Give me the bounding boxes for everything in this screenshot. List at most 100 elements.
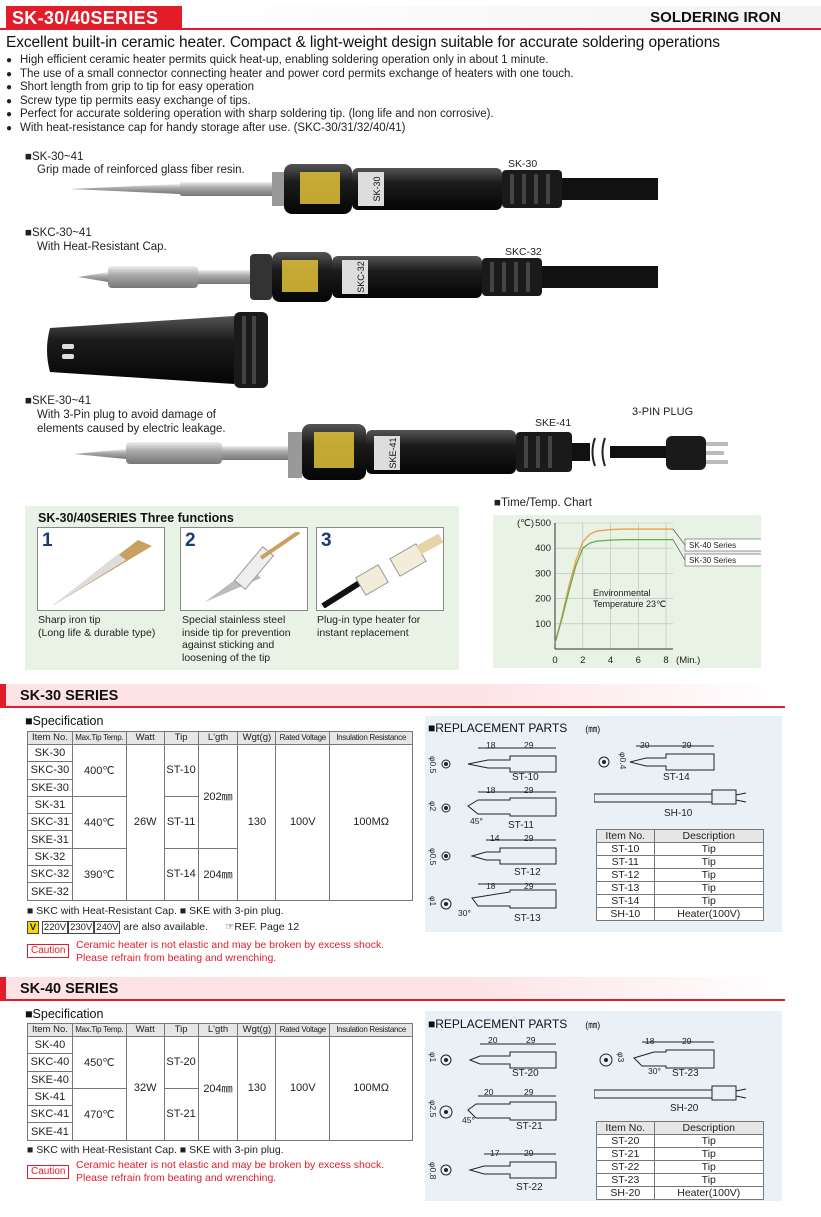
col-header: Wgt(g) bbox=[237, 731, 277, 745]
iron-sk-model: ■SK-30~41 bbox=[25, 151, 84, 163]
table-row: SK-32 390℃ ST-14 204㎜ bbox=[27, 847, 413, 901]
sk40-st23-sh20-drawings bbox=[594, 1041, 747, 1101]
y-tick-label: 400 bbox=[535, 543, 551, 554]
col-header: Wgt(g) bbox=[237, 1023, 277, 1037]
function-number: 1 bbox=[42, 530, 53, 551]
table-row: SKC-40 bbox=[27, 1053, 413, 1072]
soldering-iron-skc32-image: SKC-32 bbox=[78, 252, 658, 302]
sk40-caution-text: Ceramic heater is not elastic and may be… bbox=[76, 1159, 385, 1184]
soldering-iron-sk30-image: SK-30 bbox=[70, 164, 658, 214]
col-header: Insulation Resistance bbox=[329, 731, 413, 745]
sk40-note: ■ SKC with Heat-Resistant Cap. ■ SKE wit… bbox=[27, 1144, 284, 1156]
voltage-badge-icon: V bbox=[27, 921, 39, 934]
table-row: SKE-41 bbox=[27, 1122, 413, 1141]
col-header: Watt bbox=[125, 1023, 165, 1037]
sk40-section-bar bbox=[0, 977, 785, 1001]
feature-item: Screw type tip permits easy exchange of … bbox=[6, 95, 574, 109]
sk30-caution-tag: Caution bbox=[27, 940, 70, 958]
heat-resistant-cap-image bbox=[47, 312, 268, 388]
tip-label: ST-13 bbox=[514, 913, 541, 924]
feature-item: Short length from grip to tip for easy o… bbox=[6, 81, 574, 95]
feature-item: With heat-resistance cap for handy stora… bbox=[6, 122, 574, 136]
table-row: SK-30 400℃ 26W ST-10 202㎜ 130 100V 100MΩ bbox=[27, 743, 413, 901]
iron-skc-label: SKC-32 bbox=[505, 246, 542, 258]
category-title: SOLDERING IRON bbox=[650, 9, 781, 26]
function-3-image: 3 bbox=[316, 527, 444, 611]
table-header-row: Item No.Description bbox=[596, 829, 765, 843]
table-row: SK-31 440℃ ST-11 bbox=[27, 795, 413, 849]
sk30-section-title: SK-30 SERIES bbox=[20, 688, 119, 704]
soldering-iron-ske41-image: SKE-41 bbox=[74, 424, 728, 480]
x-axis-label: (Min.) bbox=[676, 655, 700, 666]
grip-label: SKE-41 bbox=[388, 437, 398, 468]
legend-label: SK-40 Series bbox=[689, 541, 736, 550]
chart-title: ■Time/Temp. Chart bbox=[494, 497, 592, 509]
tip-label: SH-10 bbox=[664, 808, 693, 819]
chart-annotation: Temperature 23℃ bbox=[593, 599, 666, 609]
functions-title: SK-30/40SERIES Three functions bbox=[38, 511, 234, 525]
tip-label: ST-10 bbox=[512, 772, 539, 783]
y-tick-label: 500 bbox=[535, 518, 551, 529]
sk40-spec-table: Item No. Max.Tip Temp. Watt Tip L'gth Wg… bbox=[27, 1023, 413, 1141]
sk30-spec-label: ■Specification bbox=[25, 714, 104, 728]
iron-ske-model: ■SKE-30~41 bbox=[25, 395, 92, 407]
function-number: 3 bbox=[321, 530, 332, 551]
col-header: Rated Voltage bbox=[275, 1023, 331, 1037]
col-header: Rated Voltage bbox=[275, 731, 331, 745]
feature-item: High efficient ceramic heater permits qu… bbox=[6, 54, 574, 68]
table-row: SKE-40 bbox=[27, 1070, 413, 1089]
table-row: SKE-31 bbox=[27, 830, 413, 849]
sk40-spec-label: ■Specification bbox=[25, 1007, 104, 1021]
table-header-row: Item No. Max.Tip Temp. Watt Tip L'gth Wg… bbox=[27, 731, 413, 745]
legend-leader bbox=[672, 539, 686, 561]
tip-label: ST-14 bbox=[663, 772, 690, 783]
iron-ske-desc-1: With 3-Pin plug to avoid damage of bbox=[37, 409, 216, 421]
tip-label: ST-21 bbox=[516, 1121, 543, 1132]
sk30-note: ■ SKC with Heat-Resistant Cap. ■ SKE wit… bbox=[27, 905, 284, 917]
function-number: 2 bbox=[185, 530, 196, 551]
sk40-section-title: SK-40 SERIES bbox=[20, 981, 119, 997]
y-tick-label: 100 bbox=[535, 619, 551, 630]
ref-link[interactable]: ☞REF. Page 12 bbox=[224, 921, 300, 933]
sk30-st14-sh10-drawings bbox=[594, 745, 747, 805]
legend-leader bbox=[672, 528, 686, 546]
feature-list: High efficient ceramic heater permits qu… bbox=[6, 54, 574, 136]
col-header: Tip bbox=[163, 1023, 199, 1037]
function-1-image: 1 bbox=[37, 527, 165, 611]
iron-ske-label: SKE-41 bbox=[535, 417, 572, 429]
plug-label: 3-PIN PLUG bbox=[632, 406, 694, 418]
legend-box bbox=[684, 553, 761, 567]
sk30-spec-table: Item No. Max.Tip Temp. Watt Tip L'gth Wg… bbox=[27, 731, 413, 901]
iron-ske-desc-2: elements caused by electric leakage. bbox=[37, 423, 226, 435]
table-row: SKC-31 bbox=[27, 813, 413, 832]
sk30-tip-drawings bbox=[440, 747, 557, 910]
x-tick-label: 8 bbox=[663, 655, 668, 666]
x-tick-label: 2 bbox=[580, 655, 585, 666]
series-line bbox=[554, 528, 673, 644]
feature-item: Perfect for accurate soldering operation… bbox=[6, 108, 574, 122]
col-header: Item No. bbox=[27, 1023, 73, 1037]
sk30-parts-label: ■REPLACEMENT PARTS(㎜) bbox=[428, 721, 601, 735]
col-header: Max.Tip Temp. bbox=[71, 731, 127, 745]
sk40-caution-tag: Caution bbox=[27, 1161, 70, 1179]
iron-sk-label: SK-30 bbox=[508, 158, 538, 170]
y-axis-label: (℃) bbox=[517, 518, 534, 529]
y-tick-label: 300 bbox=[535, 568, 551, 579]
grip-label: SK-30 bbox=[372, 176, 382, 201]
col-header: L'gth bbox=[197, 1023, 239, 1037]
tip-label: ST-22 bbox=[516, 1182, 543, 1193]
